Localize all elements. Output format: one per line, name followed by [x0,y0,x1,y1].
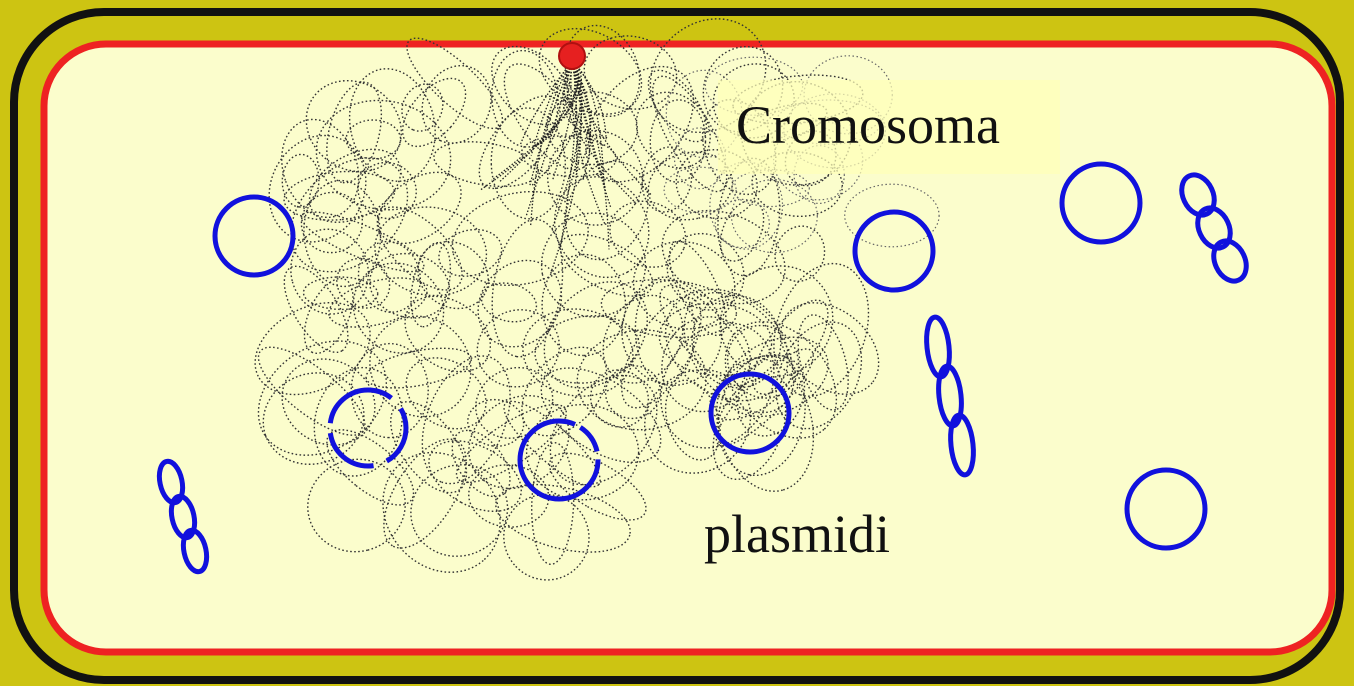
plasmids-label: plasmidi [704,507,890,561]
chromosome-label: Cromosoma [718,80,1060,174]
chromosome-attachment-point [559,43,585,69]
cell-membrane [44,44,1332,652]
